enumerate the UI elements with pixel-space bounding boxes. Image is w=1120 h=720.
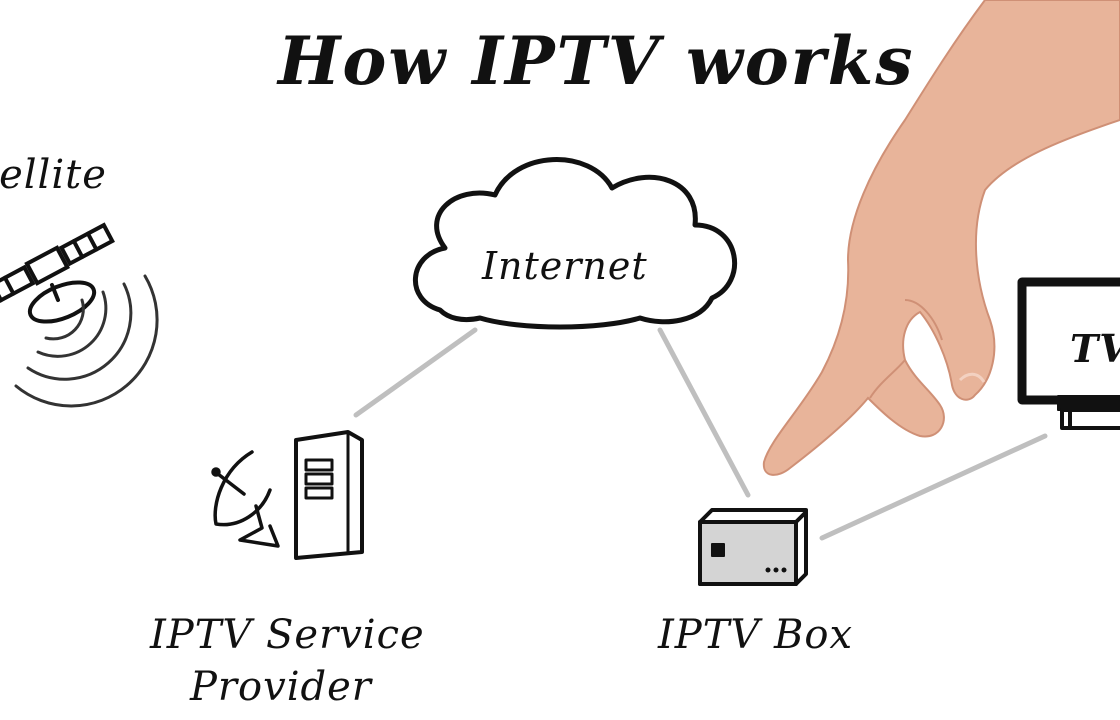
tv-label: TV	[1070, 326, 1120, 371]
page-title: How IPTV works	[278, 22, 915, 100]
tv-monitor-icon	[1017, 277, 1120, 430]
server-tower-icon	[294, 430, 364, 560]
connector-internet-box	[657, 327, 751, 498]
satellite-label: tellite	[0, 152, 107, 198]
service-provider-label-line2: Provider	[190, 664, 372, 710]
internet-cloud-icon	[412, 157, 738, 330]
connector-lines	[353, 327, 1048, 541]
connector-internet-provider	[353, 327, 478, 418]
iptv-box-icon	[698, 508, 808, 586]
provider-dish-icon	[211, 450, 280, 548]
signal-waves-icon	[14, 274, 159, 408]
pointing-hand	[762, 0, 1120, 476]
satellite-icon	[0, 222, 115, 324]
connector-box-tv	[819, 433, 1048, 541]
internet-label: Internet	[482, 244, 648, 288]
service-provider-label-line1: IPTV Service	[150, 612, 425, 658]
iptv-box-label: IPTV Box	[658, 612, 854, 658]
